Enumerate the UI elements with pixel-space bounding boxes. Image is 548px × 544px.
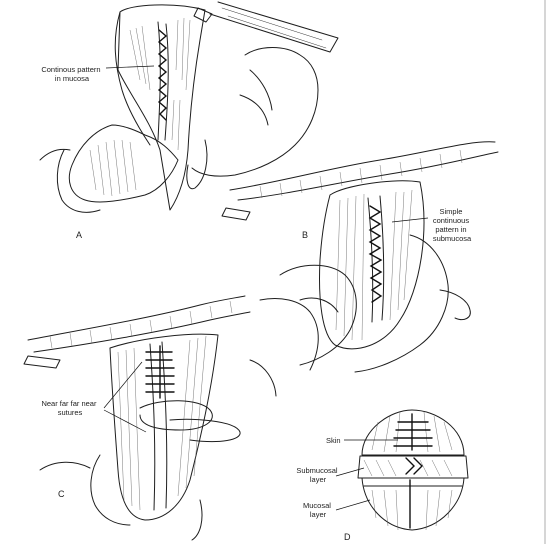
panel-d-skin-label: Skin (326, 436, 341, 445)
panel-c-letter: C (58, 489, 65, 499)
panel-d: Skin Submucosal layer Mucosal layer D (296, 409, 469, 542)
panel-a-letter: A (76, 230, 82, 240)
panel-c: Near far far near sutures C (23, 295, 319, 541)
panel-d-submucosal-label: Submucosal layer (296, 466, 339, 484)
panel-a-label: Continous pattern in mucosa (41, 65, 102, 83)
panel-c-label-line-2: sutures (58, 408, 83, 417)
panel-a-label-line-2: in mucosa (55, 74, 90, 83)
panel-c-label: Near far far near sutures (41, 399, 98, 417)
panel-d-submucosal-line-1: Submucosal (296, 466, 338, 475)
panel-b: Simple continuous pattern in submucosa B (221, 141, 499, 373)
panel-d-mucosal-line-1: Mucosal (303, 501, 331, 510)
panel-d-submucosal-line-2: layer (310, 475, 327, 484)
panel-d-mucosal-label: Mucosal layer (303, 501, 333, 519)
panel-b-label-line-1: Simple (439, 207, 462, 216)
panel-b-label-line-4: submucosa (433, 234, 472, 243)
panel-b-label: Simple continuous pattern in submucosa (433, 207, 472, 243)
panel-d-mucosal-line-2: layer (310, 510, 327, 519)
panel-a: Continous pattern in mucosa A (39, 1, 339, 240)
panel-a-label-line-1: Continous pattern (41, 65, 100, 74)
panel-b-letter: B (302, 230, 308, 240)
panel-b-label-line-2: continuous (433, 216, 470, 225)
panel-c-label-line-1: Near far far near (41, 399, 97, 408)
panel-d-letter: D (344, 532, 351, 542)
panel-b-label-line-3: pattern in (435, 225, 466, 234)
